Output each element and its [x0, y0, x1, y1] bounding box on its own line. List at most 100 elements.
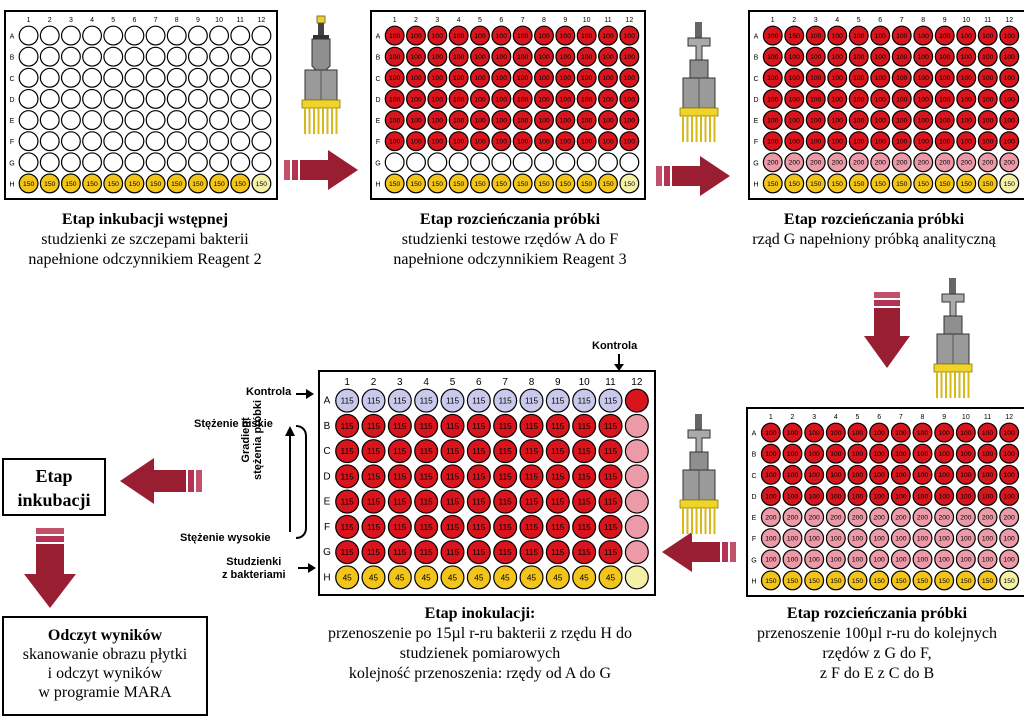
row-label: D	[9, 97, 14, 104]
caption-inoculation: Etap inokulacji: przenoszenie po 15µl r-…	[300, 604, 660, 684]
well	[913, 46, 934, 67]
well	[847, 528, 868, 549]
well	[870, 152, 891, 173]
well	[39, 67, 60, 88]
well	[804, 485, 825, 506]
well	[361, 388, 386, 413]
well	[466, 413, 491, 438]
well	[825, 443, 846, 464]
well-volume-label: 100	[581, 75, 592, 82]
well	[427, 152, 448, 173]
well-volume-label: 100	[874, 536, 885, 543]
row-label: A	[754, 34, 759, 41]
well	[847, 422, 868, 443]
well	[187, 110, 208, 131]
well-volume-label: 115	[578, 397, 592, 406]
well-volume-label: 100	[624, 33, 635, 40]
well	[230, 67, 251, 88]
column-label: 11	[984, 17, 991, 24]
well	[18, 25, 39, 46]
column-label: 6	[878, 17, 882, 24]
well	[466, 439, 491, 464]
column-label: 11	[605, 377, 616, 388]
well-volume-label: 150	[810, 181, 821, 188]
well-volume-label: 100	[896, 33, 907, 40]
result-box-line: w programie MARA	[38, 684, 172, 701]
well	[427, 131, 448, 152]
well	[913, 110, 934, 131]
well	[827, 46, 848, 67]
well	[335, 388, 360, 413]
well	[934, 464, 955, 485]
well	[572, 413, 597, 438]
well	[18, 88, 39, 109]
well	[427, 88, 448, 109]
well-volume-label: 115	[393, 422, 407, 431]
well-volume-label: 100	[538, 96, 549, 103]
well-volume-label: 100	[1004, 54, 1015, 61]
well	[335, 514, 360, 539]
well	[166, 67, 187, 88]
well-volume-label: 100	[982, 430, 993, 437]
well-volume-label: 100	[410, 96, 421, 103]
well-volume-label: 100	[875, 117, 886, 124]
column-label: 5	[450, 377, 456, 388]
bacteria-wells-line: Studzienki	[226, 556, 282, 568]
well	[124, 67, 145, 88]
caption-line: rząd G napełniony próbką analityczną	[752, 231, 996, 248]
well	[166, 131, 187, 152]
well	[406, 46, 426, 67]
row-label: G	[751, 557, 756, 564]
well-volume-label: 100	[810, 117, 821, 124]
well	[956, 25, 977, 46]
caption-preincubation: Etap inkubacji wstępnej studzienki ze sz…	[0, 210, 290, 270]
well-volume-label: 100	[874, 451, 885, 458]
well	[60, 131, 81, 152]
well-volume-label: 100	[917, 536, 928, 543]
well	[576, 131, 597, 152]
well	[999, 507, 1020, 528]
well	[124, 110, 145, 131]
well	[384, 25, 405, 46]
row-label: C	[375, 76, 380, 83]
well	[956, 131, 977, 152]
well-volume-label: 100	[538, 33, 549, 40]
well	[209, 173, 230, 194]
well-volume-label: 100	[982, 33, 993, 40]
well	[387, 464, 412, 489]
well-volume-label: 115	[604, 422, 618, 431]
well-volume-label: 150	[432, 181, 443, 188]
well-volume-label: 115	[499, 498, 513, 507]
well-volume-label: 100	[852, 493, 863, 500]
well	[187, 131, 208, 152]
well-volume-label: 150	[982, 578, 993, 585]
well	[934, 528, 955, 549]
well-volume-label: 100	[581, 54, 592, 61]
well-volume-label: 100	[939, 557, 950, 564]
well	[827, 173, 848, 194]
well	[440, 540, 465, 565]
well-volume-label: 100	[453, 75, 464, 82]
result-box-line: i odczyt wyników	[47, 665, 163, 682]
well-volume-label: 100	[410, 139, 421, 146]
well	[230, 110, 251, 131]
caption-serial-dilution: Etap rozcieńczania próbki przenoszenie 1…	[730, 604, 1024, 684]
well	[406, 88, 426, 109]
row-label: D	[375, 97, 380, 104]
well	[598, 413, 623, 438]
pipette-icon	[301, 15, 341, 134]
well	[870, 131, 891, 152]
well-volume-label: 100	[1004, 557, 1015, 564]
well-volume-label: 100	[581, 33, 592, 40]
well	[955, 507, 976, 528]
well-volume-label: 100	[787, 451, 798, 458]
well	[891, 173, 912, 194]
well-volume-label: 150	[581, 181, 592, 188]
caption-title: Etap rozcieńczania próbki	[419, 211, 601, 228]
well	[805, 46, 826, 67]
well-volume-label: 100	[874, 557, 885, 564]
well-volume-label: 100	[982, 139, 993, 146]
well	[60, 110, 81, 131]
flow-arrow-down-1	[864, 292, 910, 368]
